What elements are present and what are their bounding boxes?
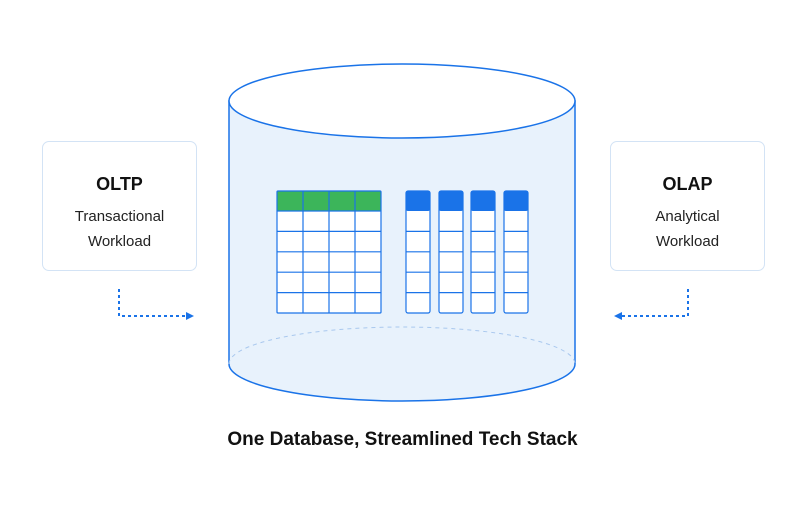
cylinder-top (228, 63, 576, 139)
diagram-caption: One Database, Streamlined Tech Stack (227, 429, 578, 450)
oltp-subtitle-line2: Workload (87, 233, 152, 250)
column-store-table (405, 190, 529, 314)
column-store-column (405, 190, 431, 314)
column-store-column (470, 190, 496, 314)
arrow-head-right-icon (186, 312, 194, 320)
olap-title: OLAP (662, 174, 713, 194)
arrow-head-left-icon (614, 312, 622, 320)
database-cylinder (228, 63, 576, 402)
column-store-column (438, 190, 464, 314)
cylinder-bottom-back-edge (228, 326, 576, 365)
column-store-header (471, 191, 495, 211)
olap-subtitle: Analytical Workload (611, 204, 764, 254)
oltp-subtitle-line1: Transactional (74, 208, 165, 225)
column-store-header (406, 191, 430, 211)
olap-card: OLAP Analytical Workload (610, 141, 765, 271)
column-store-header (504, 191, 528, 211)
column-store-header (439, 191, 463, 211)
oltp-title: OLTP (96, 174, 143, 194)
oltp-card: OLTP Transactional Workload (42, 141, 197, 271)
olap-subtitle-line1: Analytical (655, 208, 720, 225)
oltp-subtitle: Transactional Workload (43, 204, 196, 254)
olap-arrow (614, 289, 689, 320)
row-store-table (276, 190, 382, 314)
oltp-arrow (118, 289, 194, 320)
olap-subtitle-line2: Workload (655, 233, 720, 250)
row-store-grid (276, 190, 382, 314)
column-store-column (503, 190, 529, 314)
cylinder-body (228, 100, 576, 402)
